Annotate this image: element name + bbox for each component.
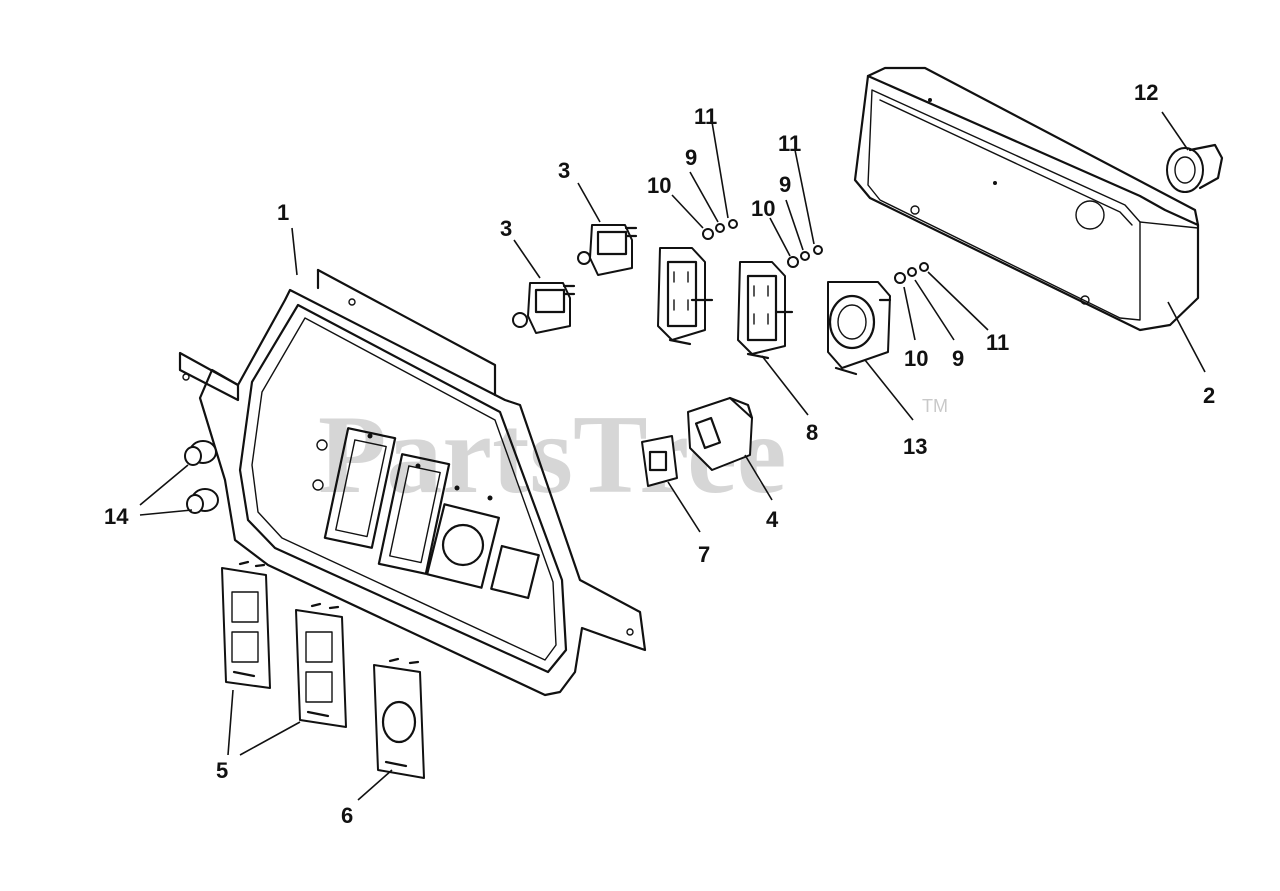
watermark: PartsTree TM	[318, 393, 948, 517]
callout-10-c: 10	[904, 346, 928, 371]
duplex-receptacle-part-a	[657, 247, 714, 346]
twist-lock-receptacle-part	[827, 281, 892, 376]
callout-5: 5	[216, 758, 228, 783]
callout-3-lower: 3	[500, 216, 512, 241]
knob-part-lower	[186, 488, 219, 514]
callout-7: 7	[698, 542, 710, 567]
callout-13: 13	[903, 434, 927, 459]
callout-11-b: 11	[778, 131, 801, 156]
hardware-set-a	[702, 219, 738, 240]
callout-9-b: 9	[779, 172, 791, 197]
hardware-set-b	[787, 245, 823, 268]
receptacle-cover-part-b	[295, 602, 347, 728]
callout-14: 14	[104, 504, 129, 529]
callout-3-upper: 3	[558, 158, 570, 183]
callout-9-c: 9	[952, 346, 964, 371]
callout-10-b: 10	[751, 196, 775, 221]
callout-labels: 1 2 3 3 4 5 6 7 8 9 9 9 10 10 10 11 11 1…	[104, 80, 1215, 828]
callout-6: 6	[341, 803, 353, 828]
callout-1: 1	[277, 200, 289, 225]
receptacle-cover-part-a	[221, 560, 271, 689]
callout-4: 4	[766, 507, 779, 532]
callout-10-a: 10	[647, 173, 671, 198]
grommet-part	[1166, 143, 1224, 193]
hardware-set-c	[894, 262, 929, 284]
callout-11-c: 11	[986, 330, 1009, 355]
rocker-switch-part	[687, 396, 754, 471]
watermark-trademark: TM	[922, 396, 948, 416]
leader-lines	[139, 111, 1206, 801]
switch-cover-part	[641, 435, 678, 487]
duplex-receptacle-part-b	[737, 261, 794, 360]
knob-part-upper	[184, 440, 217, 466]
circuit-breaker-part-lower	[512, 282, 576, 334]
callout-8: 8	[806, 420, 818, 445]
circuit-breaker-part-upper	[577, 224, 638, 276]
callout-11-a: 11	[694, 104, 717, 129]
callout-2: 2	[1203, 383, 1215, 408]
callout-12: 12	[1134, 80, 1158, 105]
enclosure-box-part	[853, 66, 1200, 332]
twist-lock-cover-part	[373, 657, 425, 779]
callout-9-a: 9	[685, 145, 697, 170]
control-panel-part	[178, 268, 647, 697]
